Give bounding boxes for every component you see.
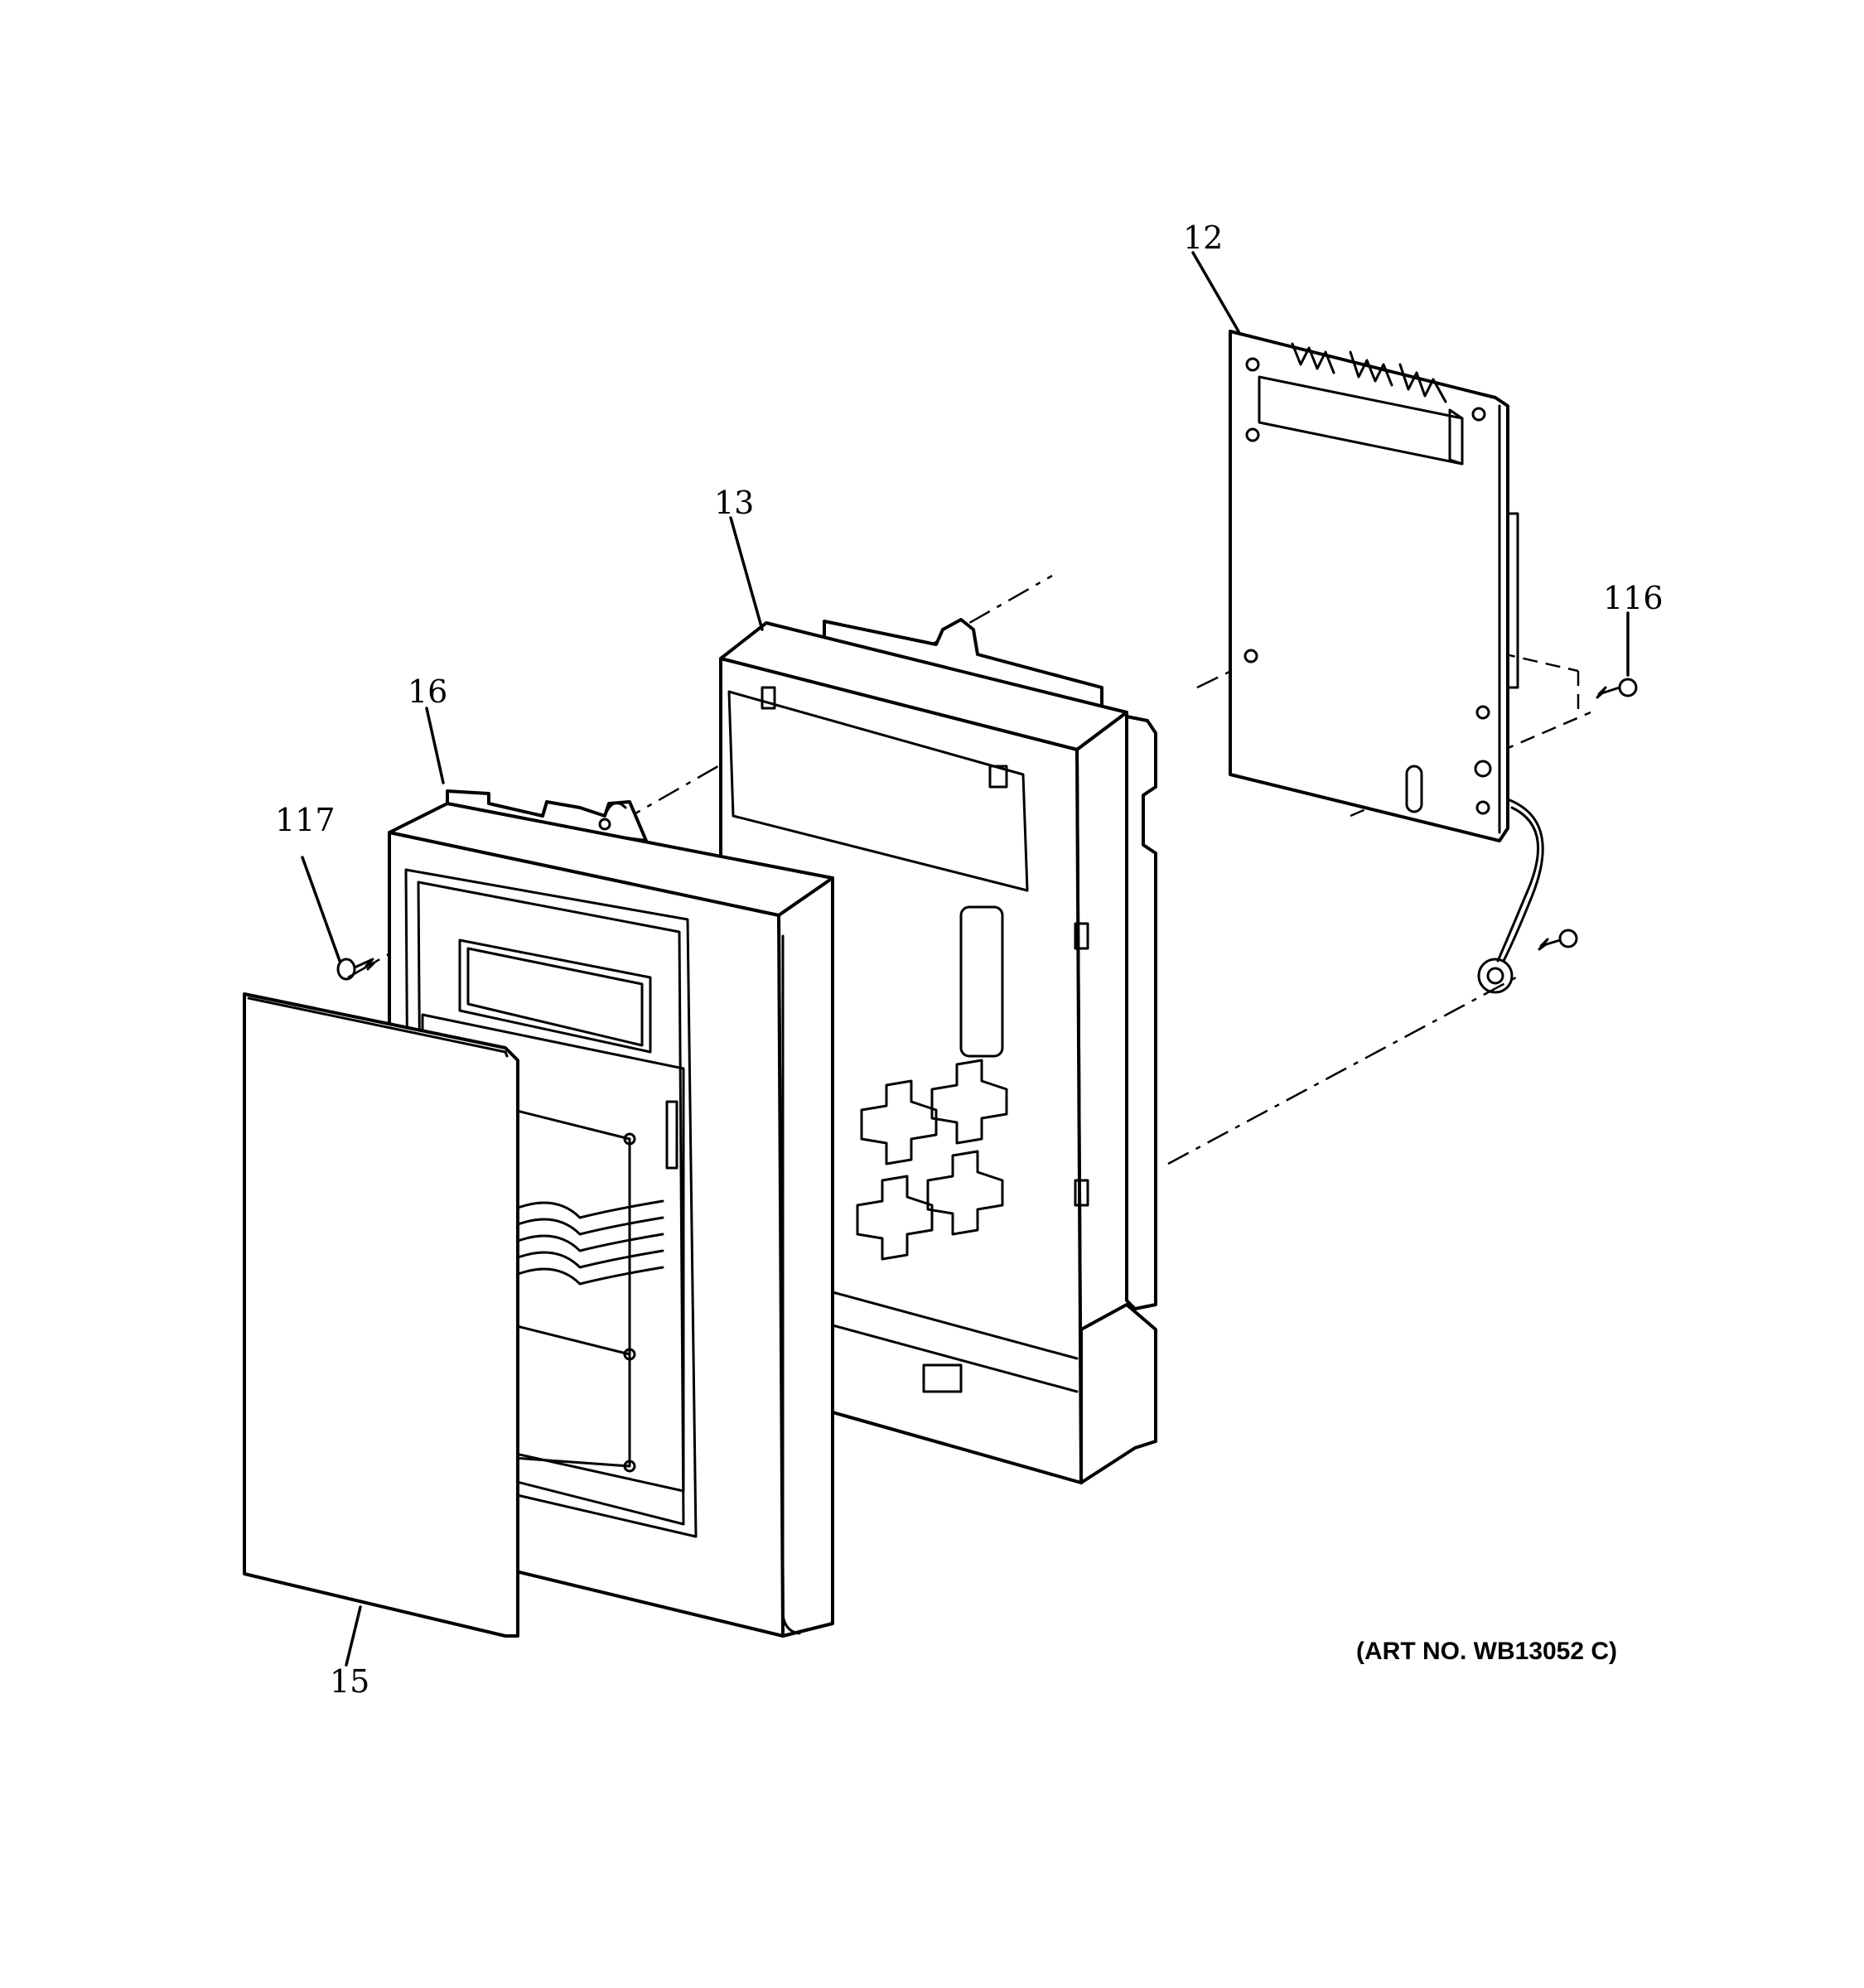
callout-13: 13 [714, 485, 754, 521]
part-15-front-panel[interactable] [243, 992, 519, 1638]
art-number: (ART NO. WB13052 C) [1356, 1638, 1617, 1665]
callout-116: 116 [1603, 580, 1664, 616]
part-12-circuit-board[interactable] [1229, 330, 1519, 842]
callout-117: 117 [275, 802, 336, 838]
ground-screw[interactable] [1538, 929, 1578, 951]
leader-lines [301, 251, 1630, 1667]
screw-116[interactable] [1596, 678, 1638, 699]
callout-labels: 12 13 16 116 117 15 [275, 220, 1664, 1700]
part-13-bracket[interactable] [719, 618, 1157, 1484]
callout-12: 12 [1183, 220, 1223, 256]
knockout-holes [856, 1059, 1008, 1261]
ground-wire [1477, 798, 1544, 994]
ribbon-cable [512, 1199, 664, 1286]
pin-header [1291, 342, 1447, 403]
callout-15: 15 [330, 1663, 369, 1700]
callout-16: 16 [408, 673, 447, 710]
screw-117[interactable] [336, 958, 376, 981]
